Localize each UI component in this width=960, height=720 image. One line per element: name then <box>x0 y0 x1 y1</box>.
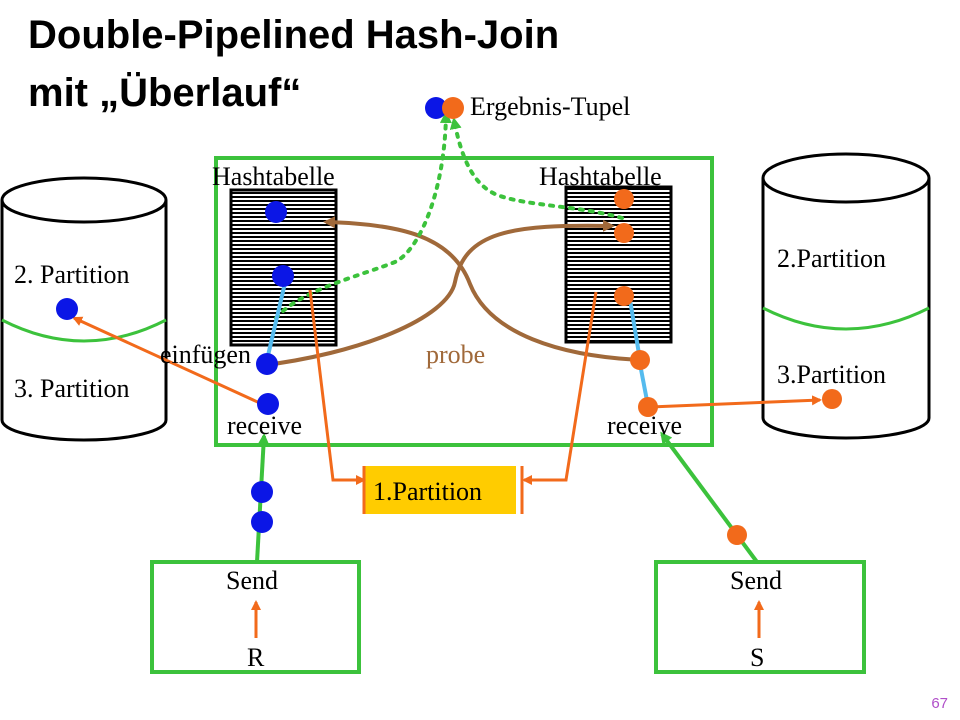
tuple-s-disk <box>822 389 842 409</box>
send-left-label: Send <box>226 566 278 595</box>
insert-label: einfügen <box>160 340 251 369</box>
title-line-2: mit „Überlauf“ <box>28 71 302 115</box>
orange-tuples <box>442 97 842 545</box>
insert-line-s <box>628 299 642 361</box>
send-right-label: Send <box>730 566 782 595</box>
right-disk-top-label: 2.Partition <box>777 244 887 273</box>
tuple-s-probe <box>630 350 650 370</box>
probe-label: probe <box>426 340 486 369</box>
title-line-1: Double-Pipelined Hash-Join <box>28 13 560 57</box>
tuple-s-receive <box>638 397 658 417</box>
tuple-r-stream-1 <box>251 481 273 503</box>
tuple-r-disk <box>56 298 78 320</box>
blue-tuples <box>56 97 447 533</box>
tuple-s-result <box>442 97 464 119</box>
hashtable-left-label: Hashtabelle <box>212 162 335 191</box>
tuple-r-result <box>425 97 447 119</box>
probe-curve-s <box>323 216 641 362</box>
left-disk-top-label: 2. Partition <box>14 260 130 289</box>
right-disk-divider <box>762 306 930 331</box>
tuple-r-hash-2 <box>272 265 294 287</box>
page-number: 67 <box>931 695 948 712</box>
hashtable-right-label: Hashtabelle <box>539 162 662 191</box>
left-disk-cylinder <box>0 176 168 442</box>
slide-title: Double-Pipelined Hash-Join mit „Überlauf… <box>28 6 788 122</box>
right-hashtable <box>564 185 673 344</box>
send-box-r <box>150 560 361 674</box>
tuple-s-stream <box>727 525 747 545</box>
tuple-r-receive <box>257 393 279 415</box>
receive-right-label: receive <box>607 411 683 440</box>
probe-curve-r <box>257 219 615 368</box>
receive-left-label: receive <box>227 411 303 440</box>
tuple-r-stream-2 <box>251 511 273 533</box>
right-disk-cylinder <box>761 152 931 440</box>
left-disk-divider <box>1 318 167 343</box>
send-box-s <box>654 560 866 674</box>
result-path-s <box>449 117 624 220</box>
spill-r-to-left-disk <box>72 316 263 406</box>
partition1-label: 1.Partition <box>373 477 483 506</box>
partition1-box <box>364 466 516 514</box>
join-operator-box <box>214 156 714 447</box>
spill-s-to-partition1 <box>522 291 598 485</box>
relation-r-label: R <box>247 643 265 672</box>
spill-s-to-right-disk <box>649 395 822 409</box>
tuple-r-hash-1 <box>265 201 287 223</box>
tuple-s-hash-1 <box>614 189 634 209</box>
tuple-s-hash-2 <box>614 223 634 243</box>
result-path-r <box>274 111 452 320</box>
right-disk-bottom-label: 3.Partition <box>777 360 887 389</box>
insert-line-r <box>264 282 287 365</box>
tuple-r-insert <box>256 353 278 375</box>
left-disk-bottom-label: 3. Partition <box>14 374 130 403</box>
relation-s-label: S <box>750 643 765 672</box>
tuple-s-hash-3 <box>614 286 634 306</box>
spill-r-to-partition1 <box>308 289 366 485</box>
result-label: Ergebnis-Tupel <box>470 92 631 121</box>
